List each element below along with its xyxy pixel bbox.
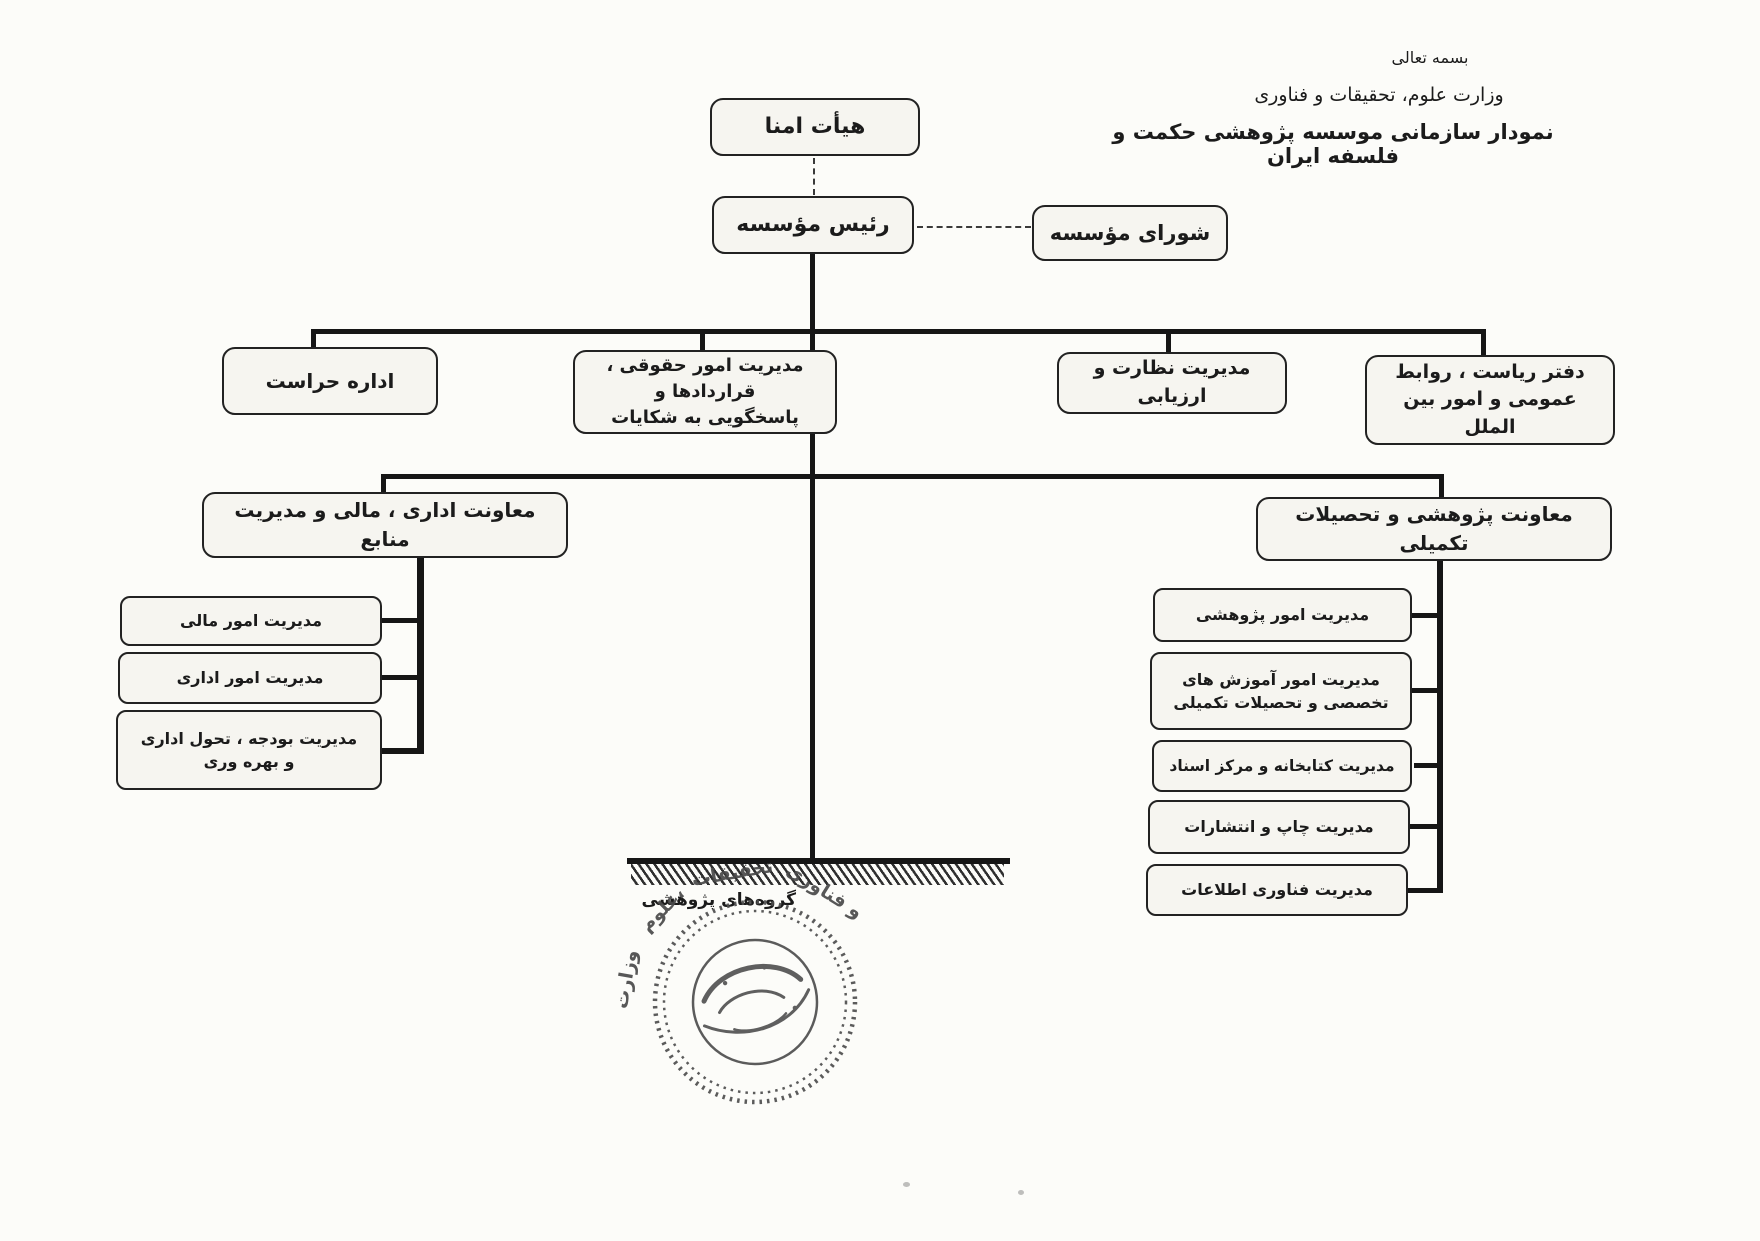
connector-drop-legal xyxy=(700,331,705,352)
connector-drop-supervision xyxy=(1166,331,1171,354)
org-box-budget-transformation: مدیریت بودجه ، تحول اداری و بهره وری xyxy=(116,710,382,790)
org-box-supervision-evaluation: مدیریت نظارت و ارزیابی xyxy=(1057,352,1287,414)
org-box-financial-affairs: مدیریت امور مالی xyxy=(120,596,382,646)
stamp-inner-circle xyxy=(691,938,819,1066)
connector-admin-stub-3 xyxy=(382,748,417,754)
connector-drop-deputy-admin xyxy=(381,474,386,493)
org-box-security-office: اداره حراست xyxy=(222,347,438,415)
org-box-print-publications: مدیریت چاپ و انتشارات xyxy=(1148,800,1410,854)
stamp-calligraphy xyxy=(701,964,811,1034)
org-box-information-technology: مدیریت فناوری اطلاعات xyxy=(1146,864,1408,916)
org-box-legal-affairs: مدیریت امور حقوقی ، قراردادها و پاسخگویی… xyxy=(573,350,837,434)
connector-research-stub-1 xyxy=(1412,613,1437,618)
org-box-council: شورای مؤسسه xyxy=(1032,205,1228,261)
stamp-scalloped-ring xyxy=(652,899,858,1105)
scan-speck xyxy=(903,1182,910,1187)
svg-text:علوم،: علوم، xyxy=(636,883,690,937)
connector-research-stub-5 xyxy=(1408,888,1437,893)
org-box-library-documents: مدیریت کتابخانه و مرکز اسناد xyxy=(1152,740,1412,792)
connector-research-vline xyxy=(1437,561,1443,893)
connector-research-stub-3 xyxy=(1414,763,1437,768)
connector-drop-presidency-office xyxy=(1481,329,1486,357)
stamp-inner-dotted-ring xyxy=(662,909,848,1095)
svg-text:وزارت: وزارت xyxy=(610,948,642,1010)
connector-admin-stub-2 xyxy=(382,675,417,680)
ministry-name: وزارت علوم، تحقیقات و فناوری xyxy=(1254,84,1504,106)
scan-speck xyxy=(1018,1190,1024,1195)
connector-admin-stub-1 xyxy=(382,618,417,623)
org-box-research-affairs: مدیریت امور پژوهشی xyxy=(1153,588,1412,642)
connector-board-president-dashed xyxy=(813,158,815,195)
org-box-board-of-trustees: هیأت امنا xyxy=(710,98,920,156)
org-box-presidency-office: دفتر ریاست ، روابط عمومی و امور بین المل… xyxy=(1365,355,1615,445)
org-box-deputy-admin-finance: معاونت اداری ، مالی و مدیریت منابع xyxy=(202,492,568,558)
svg-text:و فناوری: و فناوری xyxy=(782,859,867,923)
org-box-administrative-affairs: مدیریت امور اداری xyxy=(118,652,382,704)
research-groups-bar xyxy=(627,858,1010,864)
bismillah-text: بسمه تعالی xyxy=(1391,48,1469,67)
stamp-arc-text: وزارت علوم، تحقیقات و فناوری xyxy=(610,855,867,1010)
chart-title: نمودار سازمانی موسسه پژوهشی حکمت و فلسفه… xyxy=(1112,120,1554,168)
org-box-president: رئیس مؤسسه xyxy=(712,196,914,254)
org-box-specialized-education: مدیریت امور آموزش های تخصصی و تحصیلات تک… xyxy=(1150,652,1412,730)
connector-president-council-dashed xyxy=(917,226,1031,228)
connector-main-trunk xyxy=(810,254,815,860)
connector-level4-line xyxy=(381,474,1444,479)
connector-research-stub-4 xyxy=(1410,824,1437,829)
connector-drop-security xyxy=(311,329,316,349)
connector-admin-vline xyxy=(417,558,424,754)
research-groups-label: گروه‌های پژوهشی xyxy=(641,890,796,910)
connector-research-stub-2 xyxy=(1412,688,1437,693)
connector-level3-line xyxy=(311,329,1486,334)
svg-text:تحقیقات: تحقیقات xyxy=(690,855,775,891)
ministry-stamp: وزارت علوم، تحقیقات و فناوری xyxy=(610,855,867,1105)
org-box-deputy-research-graduate: معاونت پژوهشی و تحصیلات تکمیلی xyxy=(1256,497,1612,561)
connector-drop-deputy-research xyxy=(1439,474,1444,498)
research-groups-hatch xyxy=(631,864,1004,885)
